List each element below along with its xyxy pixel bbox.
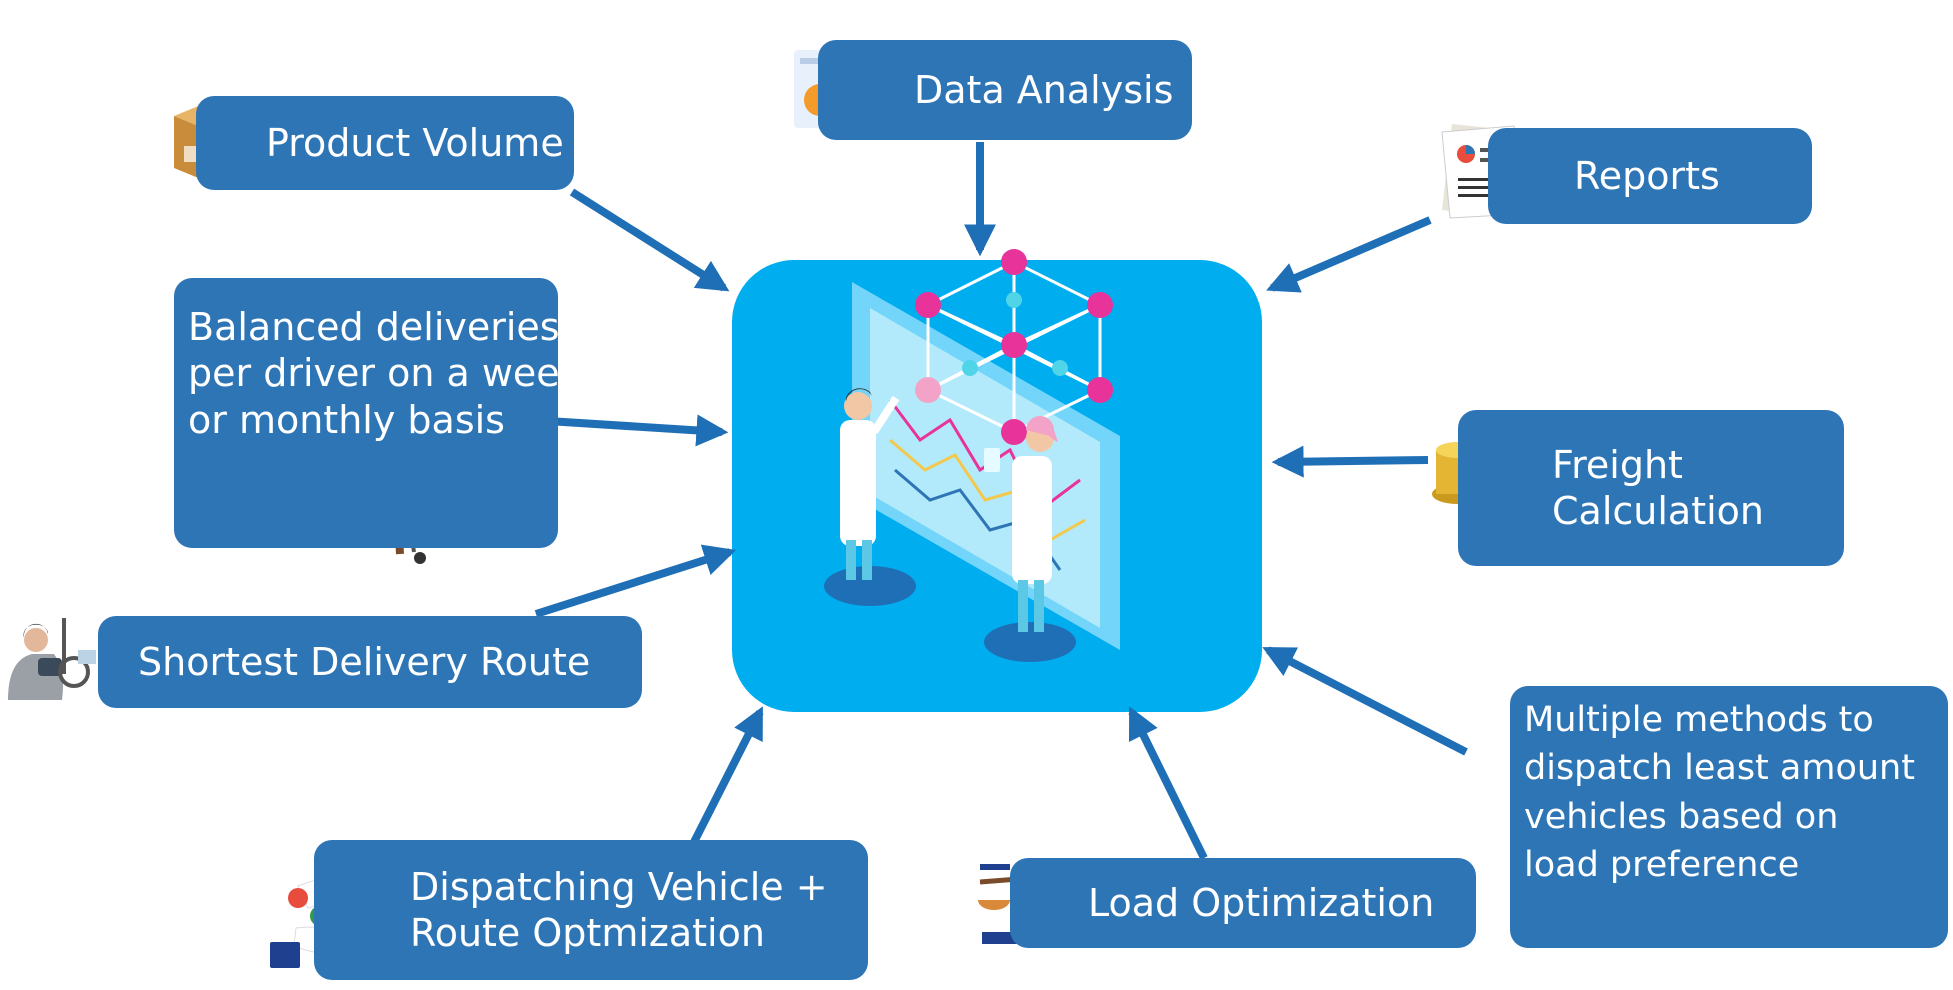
node-freight-calculation: Freight Calculation bbox=[1458, 410, 1844, 566]
arrow-multiple bbox=[1262, 646, 1468, 756]
node-reports: Reports bbox=[1488, 128, 1812, 224]
node-label: Shortest Delivery Route bbox=[138, 639, 591, 684]
node-label: Data Analysis bbox=[914, 67, 1174, 112]
arrow-balanced bbox=[531, 414, 729, 447]
arrow-reports bbox=[1266, 216, 1432, 293]
analysts-illustration bbox=[824, 249, 1120, 662]
node-label: Load Optimization bbox=[1088, 880, 1435, 925]
node-label-line: vehicles based on bbox=[1524, 796, 1839, 837]
node-multiple-methods: Multiple methods to dispatch least amoun… bbox=[1510, 686, 1948, 948]
node-label: Reports bbox=[1574, 153, 1720, 198]
arrow-load-opt bbox=[1128, 706, 1208, 860]
node-label: Product Volume bbox=[266, 120, 564, 165]
node-label-line: Multiple methods to bbox=[1524, 700, 1874, 740]
driver-icon bbox=[8, 618, 96, 700]
node-product-volume: Product Volume bbox=[196, 96, 574, 190]
node-label-line: Route Optmization bbox=[410, 911, 765, 955]
node-label-line: dispatch least amount bbox=[1524, 748, 1915, 789]
node-shortest-delivery-route: Shortest Delivery Route bbox=[98, 616, 642, 708]
node-label-line: load preference bbox=[1524, 844, 1800, 885]
arrow-shortest-route bbox=[534, 544, 737, 618]
node-data-analysis: Data Analysis bbox=[818, 40, 1192, 140]
node-label-line: Freight bbox=[1552, 442, 1683, 487]
node-label-line: or monthly basis bbox=[188, 397, 505, 442]
node-label-line: Calculation bbox=[1552, 489, 1764, 533]
node-label-line: Dispatching Vehicle + bbox=[410, 864, 828, 909]
arrow-freight bbox=[1271, 445, 1429, 478]
node-balanced-deliveries: Balanced deliveries per driver on a week… bbox=[174, 278, 582, 548]
node-load-optimization: Load Optimization bbox=[1010, 858, 1476, 948]
node-label-line: Balanced deliveries bbox=[188, 305, 560, 349]
arrow-dispatch bbox=[688, 706, 764, 848]
node-dispatching-vehicle: Dispatching Vehicle + Route Optmization bbox=[314, 840, 868, 980]
arrow-product-volume bbox=[569, 188, 730, 292]
node-label-line: per driver on a week bbox=[188, 351, 582, 396]
